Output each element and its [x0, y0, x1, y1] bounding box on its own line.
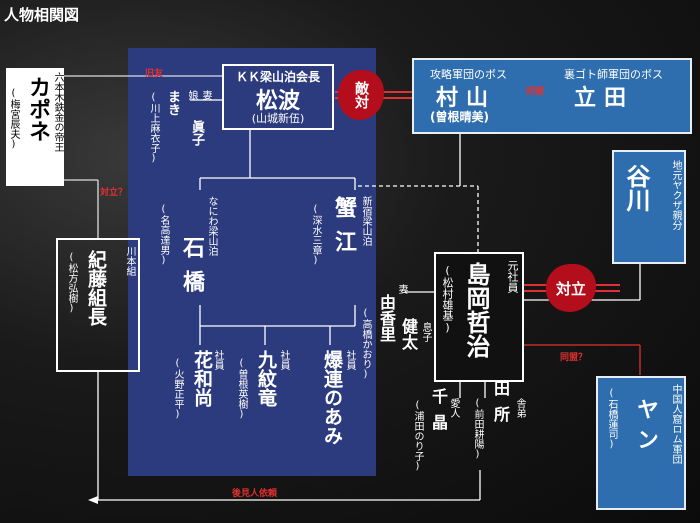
kitoyo-role: 川本組	[124, 246, 135, 276]
kumonryu-role: 社員	[278, 350, 289, 370]
yan-name: ヤン	[633, 398, 658, 458]
matsunami-actor: (山城新伍)	[251, 112, 305, 125]
tadokoro-relation: 舎弟	[514, 398, 525, 418]
murayama-name: 村山	[436, 86, 497, 111]
ishibashi-role: なにわ梁山泊	[206, 196, 217, 256]
makiko-name: まき	[165, 90, 180, 116]
yan-actor: (石橋蓮司)	[606, 388, 617, 450]
hanawa-role: 社員	[212, 350, 223, 370]
matsunami-name: 松波	[255, 89, 300, 114]
tanigawa-box: 地元ヤクザ親分 谷川	[612, 150, 686, 264]
kumonryu-name: 九紋竜	[255, 350, 277, 407]
chiaki-actor: (浦田のり子)	[412, 400, 423, 472]
hanawa-actor: (火野正平)	[172, 358, 183, 420]
kitoyo-box: 川本組 紀藤組長 (松方弘樹)	[56, 238, 140, 372]
oppose-label-1: 対立？	[100, 188, 128, 198]
guardian-label: 後見人依頼	[232, 489, 278, 499]
tachida-name: 立田	[574, 86, 635, 111]
tadokoro-actor: (前田耕陽)	[472, 398, 483, 460]
enemy-badge: 敵対	[338, 70, 384, 120]
matsunami-role: ＫＫ梁山泊会長	[235, 70, 320, 84]
capone-name: カポネ	[25, 76, 50, 142]
chiaki-name: 千晶	[429, 388, 448, 440]
kanie-actor: (深水三章)	[310, 204, 321, 266]
yan-role: 中国人窟ロム軍団	[670, 384, 681, 464]
oppose-badge: 対立	[546, 264, 596, 312]
yan-box: 中国人窟ロム軍団 ヤン (石橋蓮司)	[596, 376, 686, 510]
yukari-name: 由香里	[377, 294, 396, 342]
hanawa-name: 花和尚	[191, 350, 213, 407]
capone-box: 六本木鉄金の帝王 カポネ (梅宮辰夫)	[6, 68, 64, 186]
kenta-name: 健太	[399, 318, 418, 350]
murayama-tachida-box: 攻略軍団のボス 裏ゴト師軍団のボス 村山 立田 (曽根晴美) 同盟	[412, 58, 692, 134]
murayama-role: 攻略軍団のボス	[430, 68, 507, 81]
bakuren-role: 社員	[344, 350, 355, 370]
capone-role: 六本木鉄金の帝王	[52, 72, 63, 152]
chart-title: 人物相関図	[4, 6, 80, 24]
makiko-extra: 娘	[186, 90, 197, 100]
shimaoka-name: 島岡哲治	[462, 262, 490, 358]
chiaki-relation: 愛人	[448, 398, 459, 418]
alliance-question-label: 同盟？	[560, 353, 588, 363]
kanie-name: 蟹江	[331, 196, 356, 264]
yukari-actor: (高橋かおり)	[360, 308, 371, 380]
kenta-relation: 息子	[420, 322, 431, 342]
tadokoro-name: 田所	[491, 380, 510, 432]
kitoyo-name: 紀藤組長	[85, 250, 107, 326]
tanigawa-name: 谷川	[622, 164, 650, 212]
makiko-kanji: 眞子	[189, 120, 204, 146]
tachida-role: 裏ゴト師軍団のボス	[564, 68, 663, 81]
tanigawa-role: 地元ヤクザ親分	[670, 160, 681, 230]
alliance-label: 同盟	[526, 87, 545, 97]
shimaoka-box: 元社員 島岡哲治 (松村雄基)	[434, 252, 524, 382]
makiko-relation: 妻	[200, 90, 211, 100]
shimaoka-role: 元社員	[506, 260, 519, 293]
makiko-actor: (川上麻衣子)	[148, 92, 159, 164]
kitoyo-actor: (松方弘樹)	[66, 252, 77, 314]
capone-actor: (梅宮辰夫)	[8, 88, 19, 150]
yukari-relation: 妻	[396, 284, 407, 294]
ishibashi-name: 石橋	[179, 236, 204, 304]
friend-label: 旧友	[145, 69, 164, 79]
kumonryu-actor: (曽根英樹)	[236, 358, 247, 420]
bakuren-name: 爆連のあみ	[321, 350, 343, 445]
kanie-role: 新宿梁山泊	[360, 196, 371, 246]
shimaoka-actor: (松村雄基)	[441, 264, 454, 334]
matsunami-box: ＫＫ梁山泊会長 松波 (山城新伍)	[222, 64, 334, 130]
murayama-actor: (曽根晴美)	[430, 110, 489, 124]
ishibashi-actor: (名高達男)	[158, 204, 169, 266]
